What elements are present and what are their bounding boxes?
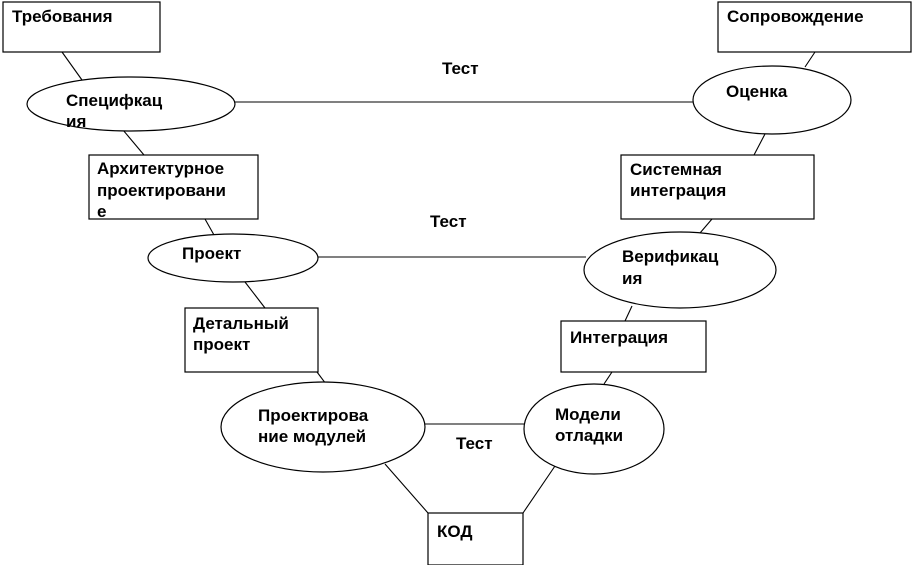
connector-requirements-specification bbox=[61, 51, 83, 81]
detailed-project-label-line2: проект bbox=[193, 335, 250, 354]
detailed-project-label-line1: Детальный bbox=[193, 314, 289, 333]
test-label-bottom: Тест bbox=[456, 434, 493, 453]
specification-ellipse bbox=[26, 76, 236, 132]
connector-code-debug-models bbox=[522, 465, 556, 514]
module-design-label-line1: Проектирова bbox=[258, 406, 369, 425]
project-ellipse bbox=[147, 233, 319, 283]
connector-project-detailed bbox=[244, 281, 266, 309]
connector-verification-system-integration bbox=[699, 218, 713, 234]
connector-module-design-code bbox=[384, 463, 429, 514]
code-label: КОД bbox=[437, 522, 473, 541]
requirements-box bbox=[2, 1, 161, 53]
connector-system-integration-evaluation bbox=[753, 133, 766, 156]
integration-box bbox=[560, 320, 707, 373]
integration-label: Интеграция bbox=[570, 328, 668, 347]
system-integration-box bbox=[620, 154, 815, 220]
debug-models-label-line1: Модели bbox=[555, 405, 621, 424]
requirements-label: Требования bbox=[12, 7, 113, 26]
maintenance-label: Сопровождение bbox=[727, 7, 864, 26]
specification-label-line2: ия bbox=[66, 112, 86, 131]
verification-label-line1: Верификац bbox=[622, 247, 719, 266]
specification-label-line1: Специфкац bbox=[66, 91, 163, 110]
connector-specification-architecture bbox=[122, 129, 145, 156]
system-integration-label-line1: Системная bbox=[630, 160, 722, 179]
module-design-label-line2: ние модулей bbox=[258, 427, 366, 446]
architecture-label-line2: проектировани bbox=[97, 181, 226, 200]
maintenance-box bbox=[717, 1, 912, 53]
project-label: Проект bbox=[182, 244, 241, 263]
code-box bbox=[427, 512, 524, 565]
connector-integration-verification bbox=[624, 305, 633, 322]
verification-ellipse bbox=[583, 231, 777, 309]
debug-models-ellipse bbox=[523, 383, 665, 475]
architecture-label-line1: Архитектурное bbox=[97, 159, 224, 178]
verification-label-line2: ия bbox=[622, 269, 642, 288]
connector-debug-models-integration bbox=[603, 371, 613, 385]
test-label-middle: Тест bbox=[430, 212, 467, 231]
evaluation-ellipse bbox=[692, 65, 852, 135]
architecture-box bbox=[88, 154, 259, 220]
connector-architecture-project bbox=[204, 218, 215, 236]
architecture-label-line3: е bbox=[97, 202, 106, 221]
evaluation-label: Оценка bbox=[726, 82, 788, 101]
debug-models-label-line2: отладки bbox=[555, 426, 623, 445]
connector-evaluation-maintenance bbox=[804, 51, 816, 68]
test-label-top: Тест bbox=[442, 59, 479, 78]
system-integration-label-line2: интеграция bbox=[630, 181, 726, 200]
module-design-ellipse bbox=[220, 381, 426, 473]
detailed-project-box bbox=[184, 307, 319, 373]
